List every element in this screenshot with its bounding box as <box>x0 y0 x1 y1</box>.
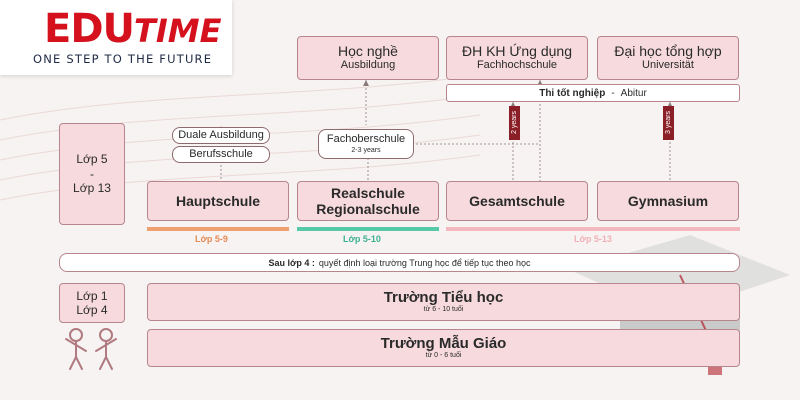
abitur-separator: - <box>611 87 615 99</box>
dual-training-box: Duale Ausbildung <box>172 127 270 144</box>
realschule-title: Realschule Regionalschule <box>316 184 420 217</box>
logo-edu: EDU <box>44 6 135 52</box>
hauptschule-title: Hauptschule <box>175 192 260 209</box>
box-subtitle: Ausbildung <box>340 59 396 72</box>
children-icon <box>65 328 117 370</box>
grade-end: Lớp 4 <box>76 303 108 317</box>
applied-sciences-box: ĐH KH Ứng dụng Fachhochschule <box>446 36 588 80</box>
abitur-title: Thi tốt nghiệp <box>539 87 606 99</box>
gesamtschule-box: Gesamtschule <box>446 181 588 221</box>
grade-dash: - <box>90 166 94 181</box>
abitur-subtitle: Abitur <box>620 87 647 99</box>
after-grade4-bar: Sau lớp 4 : quyết định loại trường Trung… <box>59 253 740 272</box>
box-subtitle: Fachhochschule <box>476 59 558 72</box>
grade-start: Lớp 1 <box>76 288 108 303</box>
gesamtschule-title: Gesamtschule <box>469 192 565 209</box>
realschule-box: Realschule Regionalschule <box>297 181 439 221</box>
vocational-school-label: Berufsschule <box>189 147 253 160</box>
dual-training-label: Duale Ausbildung <box>178 128 264 141</box>
logo-tagline: ONE STEP TO THE FUTURE <box>33 52 213 66</box>
edutime-logo[interactable]: EDUTIME ONE STEP TO THE FUTURE <box>0 0 232 75</box>
grade-range-primary: Lớp 1 Lớp 4 <box>59 283 125 323</box>
gymnasium-grade-label: Lớp 5-13 <box>574 234 612 244</box>
hauptschule-box: Hauptschule <box>147 181 289 221</box>
vocational-training-box: Học nghề Ausbildung <box>297 36 439 80</box>
logo-time: TIME <box>134 12 222 50</box>
primary-school-age: từ 6 - 10 tuổi <box>423 306 464 314</box>
university-box: Đại học tổng hợp Universität <box>597 36 739 80</box>
logo-wordmark: EDUTIME <box>44 6 221 52</box>
year-tag-3: 3 years <box>663 106 674 140</box>
fachoberschule-box: Fachoberschule 2-3 years <box>318 129 414 159</box>
fachoberschule-years: 2-3 years <box>351 146 381 154</box>
box-title: Học nghề <box>338 43 398 60</box>
gymnasium-box: Gymnasium <box>597 181 739 221</box>
hauptschule-grade-line <box>147 227 289 231</box>
primary-school-box: Trường Tiểu học từ 6 - 10 tuổi <box>147 283 740 321</box>
kindergarten-age: từ 0 - 6 tuổi <box>425 352 462 360</box>
after-grade4-label: Sau lớp 4 : <box>268 257 315 268</box>
box-title: ĐH KH Ứng dụng <box>461 43 572 60</box>
realschule-grade-label: Lớp 5-10 <box>343 234 381 244</box>
kindergarten-title: Trường Mẫu Giáo <box>380 335 507 353</box>
realschule-grade-line <box>297 227 439 231</box>
upper-grade-line <box>446 227 740 231</box>
year-tag-2: 2 years <box>509 106 520 140</box>
gymnasium-title: Gymnasium <box>627 192 709 209</box>
fachoberschule-title: Fachoberschule <box>326 132 406 145</box>
after-grade4-text: quyết định loại trường Trung học để tiếp… <box>318 257 531 268</box>
grade-range-upper: Lớp 5 - Lớp 13 <box>59 123 125 225</box>
primary-school-title: Trường Tiểu học <box>383 289 504 307</box>
abitur-bar: Thi tốt nghiệp - Abitur <box>446 84 740 102</box>
box-title: Đại học tổng hợp <box>614 43 722 60</box>
grade-start: Lớp 5 <box>76 152 108 167</box>
hauptschule-grade-label: Lớp 5-9 <box>195 234 228 244</box>
kindergarten-box: Trường Mẫu Giáo từ 0 - 6 tuổi <box>147 329 740 367</box>
grade-end: Lớp 13 <box>73 181 111 196</box>
vocational-school-box: Berufsschule <box>172 146 270 163</box>
box-subtitle: Universität <box>642 59 694 72</box>
